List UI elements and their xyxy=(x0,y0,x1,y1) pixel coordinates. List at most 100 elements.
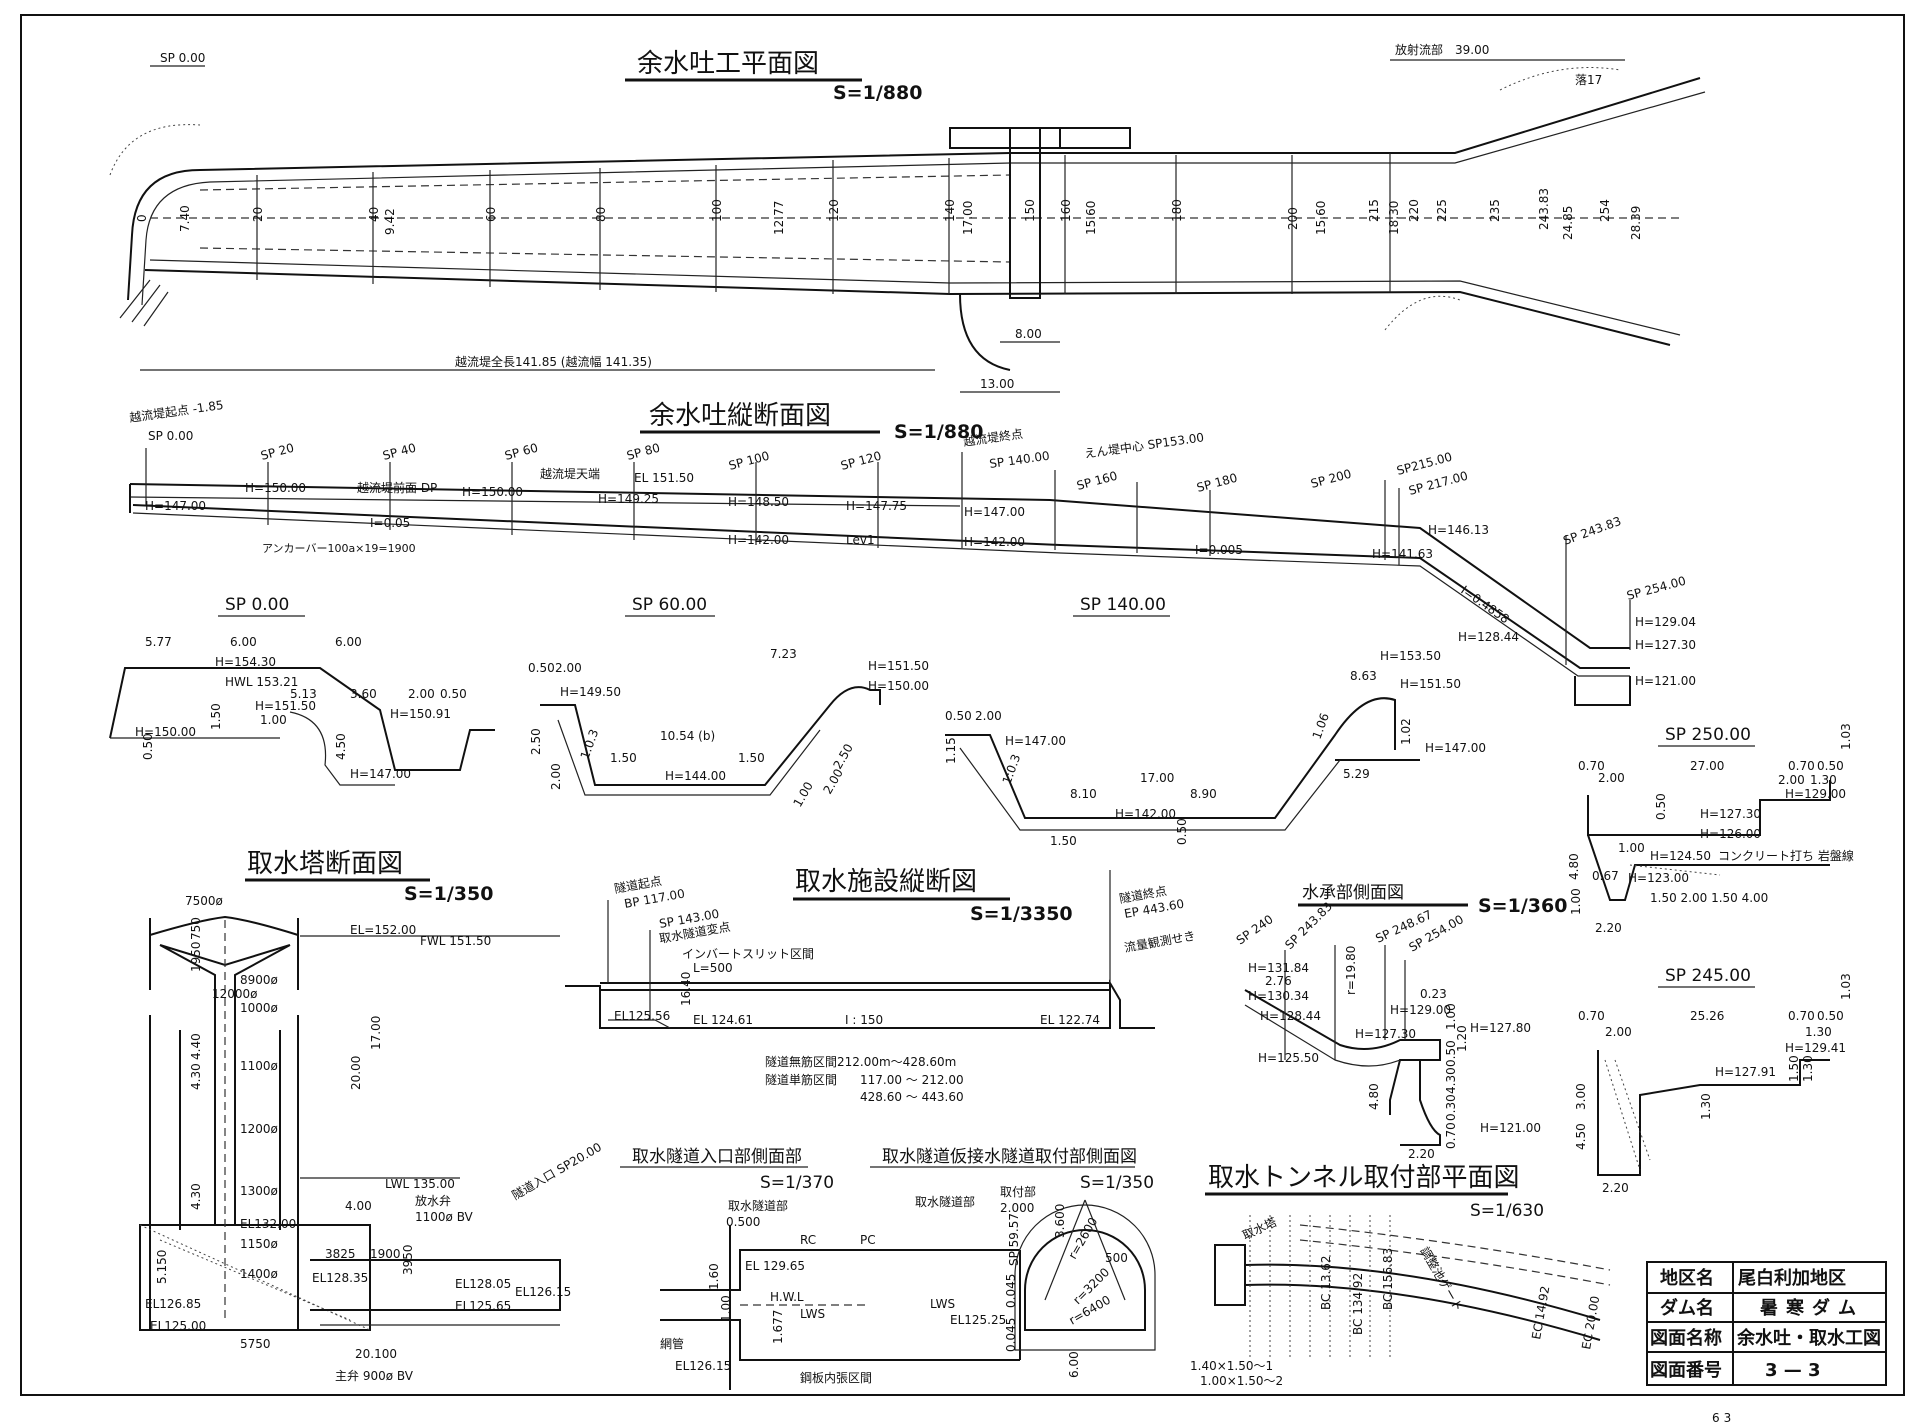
section-label: H=154.30 xyxy=(215,655,276,669)
section-scale: S=1/360 xyxy=(1478,895,1567,917)
spillway-profile: 余水吐縦断面図 S=1/880 越流堤起点 -1.85 SP 0.00 SP 2… xyxy=(128,398,1696,706)
section-label: H=150.91 xyxy=(390,707,451,721)
profile-label: EL125.56 xyxy=(614,1009,670,1023)
tunnel-label: 取水隧道部 xyxy=(915,1194,975,1209)
basin-label: SP 240 xyxy=(1234,912,1276,947)
section-label: 10.54 (b) xyxy=(660,729,715,743)
channel-right-wall xyxy=(144,269,1671,346)
tower-label: 5750 xyxy=(240,1337,271,1351)
tunnel-crown xyxy=(600,982,1110,991)
profile-station: SP 80 xyxy=(625,441,661,463)
section-label: 2.00 xyxy=(1778,773,1805,787)
section-label: 2.00 xyxy=(1598,771,1625,785)
section-inner xyxy=(959,747,1341,831)
tunnel-label: 1.60 xyxy=(707,1263,721,1290)
profile-label: H=150.00 xyxy=(245,481,306,495)
page-number: 63 xyxy=(1712,1411,1735,1424)
plan-station: 120 xyxy=(827,199,841,222)
section-label: 1.00 xyxy=(1569,888,1583,915)
section-title: SP 245.00 xyxy=(1665,966,1751,986)
tower-label: 主弁 900ø BV xyxy=(335,1368,414,1383)
tower-label: 1300ø xyxy=(240,1184,278,1198)
tunnel-outline xyxy=(565,979,1155,1029)
plan-width: 15.60 xyxy=(1084,201,1098,235)
plan-label: 取水塔 xyxy=(1240,1215,1279,1243)
tunnel-label: LWS xyxy=(930,1297,955,1311)
hidden-line xyxy=(199,174,1011,191)
section-label: 0.70 xyxy=(1788,759,1815,773)
section-outline xyxy=(109,667,495,771)
plan-station: 225 xyxy=(1435,199,1449,222)
plan-width: 9.42 xyxy=(383,208,397,235)
section-label: 0.50 xyxy=(440,687,467,701)
station-lines xyxy=(1284,945,1406,1060)
section-label: H=147.00 xyxy=(350,767,411,781)
plan-station: 220 xyxy=(1407,199,1421,222)
plan-label: EC 20.00 xyxy=(1579,1295,1602,1351)
basin-inner xyxy=(1244,1004,1401,1067)
section-label: 7.23 xyxy=(770,647,797,661)
basin-label: H=127.80 xyxy=(1470,1021,1531,1035)
profile-note: 428.60 ～ 443.60 xyxy=(860,1090,964,1104)
plan-label: 1.40×1.50～1 xyxy=(1190,1359,1273,1373)
section-scale: S=1/350 xyxy=(1080,1173,1154,1193)
plan-station: 215 xyxy=(1367,199,1381,222)
section-label: 0.50 xyxy=(1817,759,1844,773)
section-label: H=151.50 xyxy=(868,659,929,673)
plan-scale: S=1/880 xyxy=(833,82,922,104)
dim-8: 8.00 xyxy=(1015,327,1042,341)
section-label: 1.00 xyxy=(1618,841,1645,855)
plan-title: 余水吐工平面図 xyxy=(637,49,819,79)
tunnel-label: 1.677 xyxy=(771,1310,785,1344)
section-label: 4.50 xyxy=(334,733,348,760)
tower-label: EL125.65 xyxy=(455,1299,511,1313)
section-label: 8.63 xyxy=(1350,669,1377,683)
horseshoe-outer xyxy=(1014,1204,1156,1351)
plan-label: 1.00×1.50～2 xyxy=(1200,1374,1283,1388)
profile-label: H=142.00 xyxy=(728,533,789,547)
section-label: HWL 153.21 xyxy=(225,675,298,689)
basin-label: H=121.00 xyxy=(1480,1121,1541,1135)
plan-width: 15.60 xyxy=(1314,201,1328,235)
profile-label: 越流堤前面 DP xyxy=(357,480,437,495)
plan-station: 40 xyxy=(367,207,381,222)
profile-label: H=127.30 xyxy=(1635,638,1696,652)
tower-label: LWL 135.00 xyxy=(385,1177,455,1191)
profile-label: H=121.00 xyxy=(1635,674,1696,688)
tower-label: 750 xyxy=(189,917,203,940)
section-label: 1.03 xyxy=(1839,973,1853,1000)
basin-label: r=19.80 xyxy=(1344,946,1358,995)
section-label: 1.00 xyxy=(260,713,287,727)
gate-structure xyxy=(949,127,1061,149)
tower-label: 12000ø xyxy=(212,987,258,1001)
profile-label: H=148.50 xyxy=(728,495,789,509)
plan-station: 160 xyxy=(1059,199,1073,222)
tunnel-outline xyxy=(870,1249,1021,1361)
profile-station: SP 254.00 xyxy=(1625,574,1687,603)
tower-label: 20.100 xyxy=(355,1347,397,1361)
section-label: 1:0.3 xyxy=(1000,752,1024,786)
section-label: H=126.00 xyxy=(1700,827,1761,841)
tunnel-label: 取水隧道部 xyxy=(728,1198,788,1213)
tunnel-label: 鋼板内張区間 xyxy=(800,1371,872,1385)
title-block-value: 尾白利加地区 xyxy=(1738,1267,1846,1289)
profile-label: EL 122.74 xyxy=(1040,1013,1100,1027)
profile-note: 隧道単筋区間 xyxy=(765,1072,837,1087)
channel-left-wall xyxy=(127,77,1701,301)
tower-label: 1100ø xyxy=(240,1059,278,1073)
section-label: H=127.30 xyxy=(1700,807,1761,821)
tunnel-label: r=2600 xyxy=(1065,1215,1100,1261)
section-label: H=142.00 xyxy=(1115,807,1176,821)
plan-station: 254 xyxy=(1598,199,1612,222)
profile-label: EL 151.50 xyxy=(634,471,694,485)
profile-label: 16.40 xyxy=(679,972,693,1006)
tunnel-label: SP 59.57 xyxy=(1007,1213,1021,1266)
tower-label: 4.00 xyxy=(345,1199,372,1213)
plan-width: 12.77 xyxy=(772,201,786,235)
dim-13: 13.00 xyxy=(980,377,1014,391)
section-label: H=153.50 xyxy=(1380,649,1441,663)
tower-label: 3950 xyxy=(401,1244,415,1275)
section-outline xyxy=(945,697,1420,819)
tunnel-label: H.W.L xyxy=(770,1290,804,1304)
